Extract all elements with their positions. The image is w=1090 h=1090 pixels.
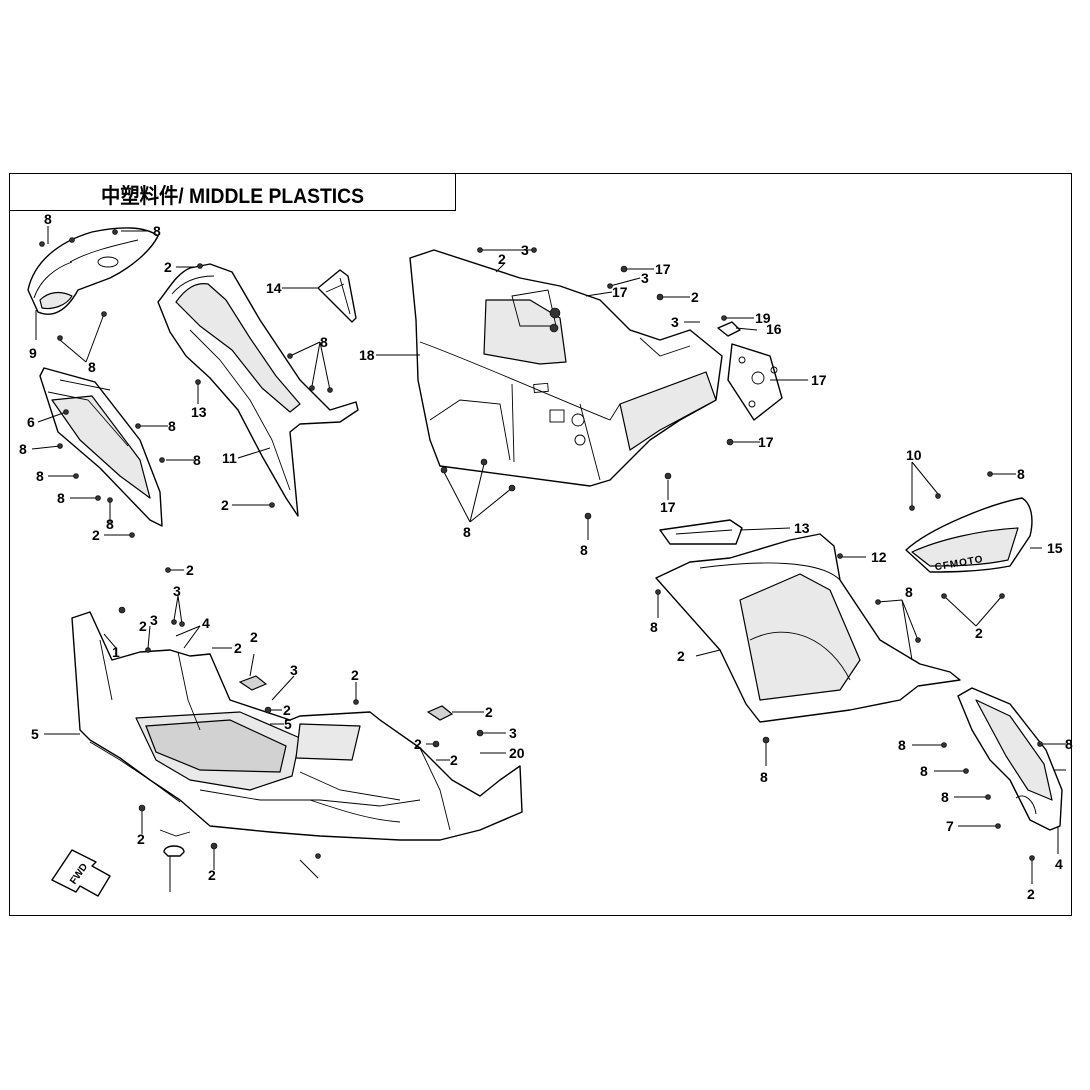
callout: 8	[106, 516, 114, 532]
callout: 2	[221, 497, 229, 513]
callout: 5	[31, 726, 39, 742]
callout: 8	[88, 359, 96, 375]
callout: 8	[898, 737, 906, 753]
callout: 3	[521, 242, 529, 258]
callout: 9	[29, 345, 37, 361]
callout: 16	[766, 321, 782, 337]
callout: 8	[44, 211, 52, 227]
callout: 19	[755, 310, 771, 326]
callout: 7	[946, 818, 954, 834]
callout: 3	[150, 612, 158, 628]
part-12-right-panel	[655, 533, 961, 723]
callout: 8	[1065, 736, 1073, 752]
callout: 8	[463, 524, 471, 540]
callout: 8	[320, 334, 328, 350]
callout: 8	[650, 619, 658, 635]
callout: 3	[509, 725, 517, 741]
part-10-logo-cover: CFMOTO	[905, 497, 1033, 573]
callout: 17	[811, 372, 827, 388]
part-9-guard	[27, 227, 159, 315]
part-6-side-panel	[39, 367, 163, 527]
callout: 1	[112, 644, 120, 660]
callout: 12	[871, 549, 887, 565]
title-box: 中塑料件/ MIDDLE PLASTICS	[9, 173, 456, 211]
callout: 3	[671, 314, 679, 330]
part-18-plate	[727, 343, 783, 421]
part-16-dash-panel	[409, 249, 723, 487]
callout: 8	[36, 468, 44, 484]
callout: 3	[641, 270, 649, 286]
callout: 15	[1047, 540, 1063, 556]
callout: 2	[414, 736, 422, 752]
callout: 2	[208, 867, 216, 883]
diagram-frame	[9, 173, 1072, 916]
callout: 3	[173, 583, 181, 599]
part-19-clip	[717, 321, 741, 337]
callout: 8	[193, 452, 201, 468]
callout: 8	[1017, 466, 1025, 482]
callout: 4	[1055, 856, 1063, 872]
callout: 8	[153, 223, 161, 239]
part-15-duct	[659, 519, 743, 545]
leader-lines	[31, 226, 1066, 892]
callout: 2	[283, 702, 291, 718]
callout: 14	[266, 280, 282, 296]
callout: 8	[168, 418, 176, 434]
callout: 2	[975, 625, 983, 641]
part-5-clips	[238, 675, 454, 721]
callout: 8	[920, 763, 928, 779]
callout: 17	[612, 284, 628, 300]
page-title: 中塑料件/ MIDDLE PLASTICS	[101, 185, 364, 208]
part-14-bracket	[317, 269, 357, 323]
callout-labels: 8 8 9 8 2 14 13 8 11 2 6 8 8 8 8 8 8 2 3…	[19, 211, 1073, 902]
callout: 5	[284, 716, 292, 732]
part-20-clip	[163, 845, 185, 857]
callout: 2	[1027, 886, 1035, 902]
callout: 2	[691, 289, 699, 305]
callout: 2	[485, 704, 493, 720]
callout: 20	[509, 745, 525, 761]
callout: 2	[164, 259, 172, 275]
callout: 2	[137, 831, 145, 847]
callout: 8	[941, 789, 949, 805]
part-11-left-panel	[157, 263, 359, 517]
callout: 11	[222, 450, 237, 466]
callout: 10	[906, 447, 922, 463]
part-1-floor-assembly	[71, 611, 523, 841]
callout: 2	[677, 648, 685, 664]
fwd-arrow-icon: FWD	[51, 849, 111, 897]
callout: 2	[234, 640, 242, 656]
callout: 4	[202, 615, 210, 631]
callout: 2	[498, 251, 506, 267]
callout: 8	[760, 769, 768, 785]
callout: 8	[57, 490, 65, 506]
part-7-right-panel	[957, 687, 1063, 831]
callout: 8	[905, 584, 913, 600]
callout: 13	[191, 404, 207, 420]
callout: 13	[794, 520, 810, 536]
callout: 2	[351, 667, 359, 683]
callout: 2	[450, 752, 458, 768]
callout: 3	[290, 662, 298, 678]
callout: 6	[27, 414, 35, 430]
callout: 2	[92, 527, 100, 543]
callout: 18	[359, 347, 375, 363]
callout: 8	[580, 542, 588, 558]
callout: 2	[139, 618, 147, 634]
callout: 17	[660, 499, 676, 515]
callout: 2	[250, 629, 258, 645]
callout: 2	[186, 562, 194, 578]
callout: 8	[19, 441, 27, 457]
callout: 17	[758, 434, 774, 450]
callout: 17	[655, 261, 671, 277]
fasteners	[39, 229, 1043, 861]
